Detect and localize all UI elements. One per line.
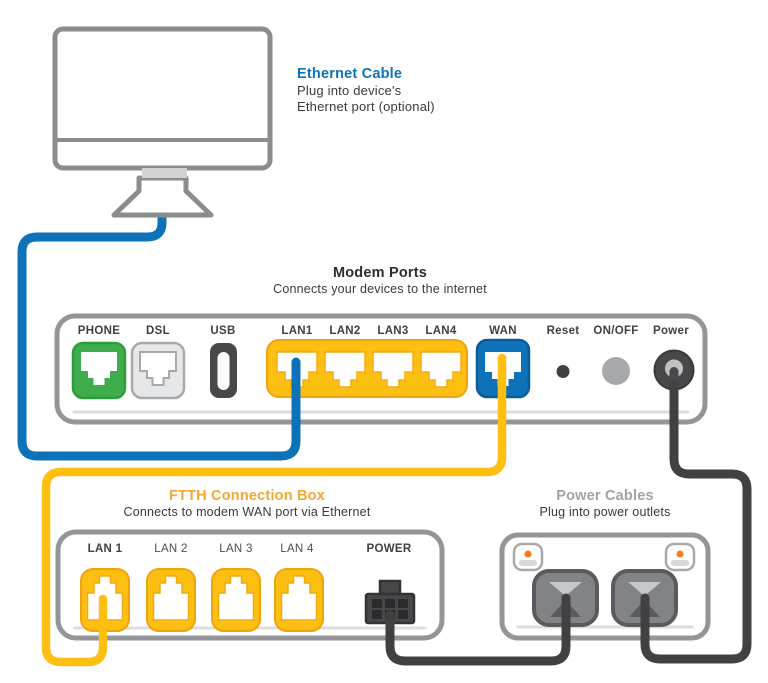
onoff-button: [602, 357, 630, 385]
rj45-jack-icon: [372, 351, 414, 388]
ftth-lan1-label: LAN 1: [88, 543, 123, 555]
ftth-panel: [55, 529, 445, 641]
ftth-lan2-label: LAN 2: [154, 543, 187, 555]
ftth-subtitle: Connects to modem WAN port via Ethernet: [123, 505, 370, 519]
ftth-title: FTTH Connection Box: [169, 488, 325, 504]
ftth-lan2-port: [146, 568, 196, 632]
connector-pin: [398, 610, 408, 619]
rj11-jack-icon: [81, 352, 117, 385]
ftth-lan4-port: [274, 568, 324, 632]
usb-slot-icon: [217, 352, 230, 390]
rj11-jack-icon: [139, 351, 177, 386]
dsl-port: [130, 341, 186, 400]
lan4-port-label: LAN4: [425, 325, 457, 337]
plug-arrow-icon: [549, 582, 582, 596]
ftth-power-connector: [364, 579, 416, 625]
power-label: Power: [653, 325, 689, 337]
ftth-lan4-label: LAN 4: [280, 543, 314, 555]
ethernet-cable-desc-2: Ethernet port (optional): [297, 99, 435, 114]
connector-pin: [372, 599, 382, 608]
rj45-jack-icon: [217, 575, 255, 621]
outlet-switch-right: [664, 542, 696, 572]
connector-pin: [385, 599, 395, 608]
rj45-jack-icon: [420, 351, 462, 388]
modem-ports-subtitle: Connects your devices to the internet: [273, 282, 487, 296]
ftth-lan3-port: [211, 568, 261, 632]
ethernet-cable-blue: [17, 212, 301, 461]
reset-label: Reset: [547, 325, 580, 337]
power-jack: [653, 349, 695, 391]
monitor-stand: [111, 175, 214, 218]
computer-monitor: [52, 26, 273, 218]
onoff-label: ON/OFF: [593, 325, 638, 337]
power-jack-pin: [669, 367, 679, 376]
power-cables-subtitle: Plug into power outlets: [539, 505, 670, 519]
modem-ports-title: Modem Ports: [333, 265, 427, 281]
indicator-dot-icon: [676, 550, 684, 558]
power-cables-title: Power Cables: [556, 488, 654, 504]
ethernet-cable-yellow: [41, 353, 507, 667]
ftth-power-label: POWER: [367, 543, 412, 555]
monitor-neck: [142, 168, 187, 178]
connector-pin: [398, 599, 408, 608]
outlet-switch-left: [512, 542, 544, 572]
lan-port-block: [266, 339, 468, 398]
modem-panel: [54, 313, 708, 425]
reset-button: [556, 365, 570, 378]
phone-port: [71, 341, 127, 400]
dsl-port-label: DSL: [146, 325, 170, 337]
monitor-screen: [52, 26, 273, 171]
plug-arrow-icon: [628, 582, 661, 596]
rj45-jack-icon: [280, 575, 318, 621]
ethernet-cable-title: Ethernet Cable: [297, 66, 402, 82]
outlet-panel: [499, 532, 711, 641]
power-cable-modem: [640, 380, 752, 664]
phone-port-label: PHONE: [78, 325, 120, 337]
switch-rocker: [519, 560, 537, 566]
wan-port-label: WAN: [489, 325, 517, 337]
ftth-lan3-label: LAN 3: [219, 543, 252, 555]
indicator-dot-icon: [524, 550, 532, 558]
connector-pin: [372, 610, 382, 619]
usb-port-label: USB: [210, 325, 235, 337]
rj45-jack-icon: [152, 575, 190, 621]
lan1-port-label: LAN1: [281, 325, 313, 337]
usb-port: [210, 343, 237, 398]
ftth-lan1-port: [80, 568, 130, 632]
ethernet-cable-desc-1: Plug into device's: [297, 83, 402, 98]
lan3-port-label: LAN3: [377, 325, 408, 337]
power-cable-ftth: [385, 593, 571, 666]
lan2-port-label: LAN2: [329, 325, 360, 337]
rj45-jack-icon: [324, 351, 366, 388]
switch-rocker: [671, 560, 689, 566]
